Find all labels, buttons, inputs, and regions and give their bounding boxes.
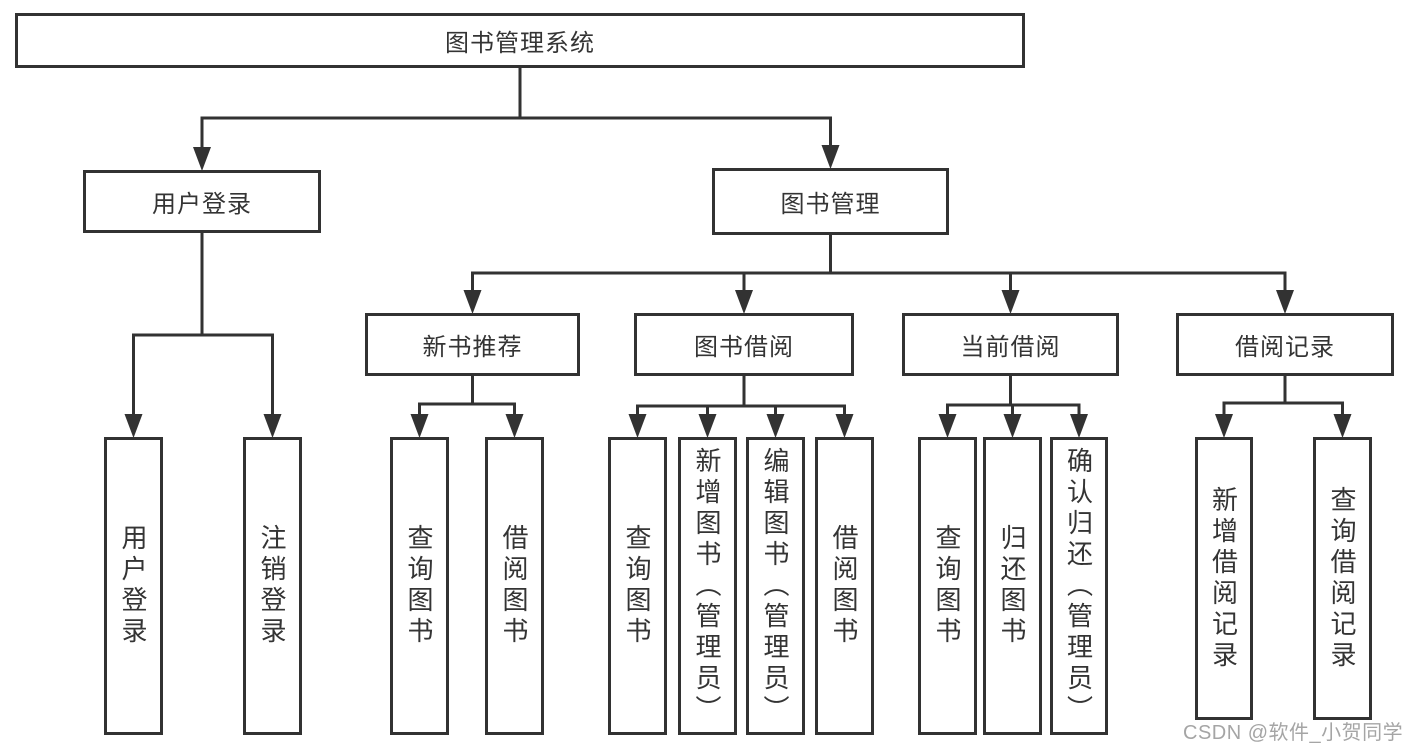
node-root: 图书管理系统 bbox=[15, 13, 1025, 68]
node-user-login: 用户登录 bbox=[83, 170, 321, 233]
node-cb-query: 查询图书 bbox=[918, 437, 977, 735]
node-label: 图书管理系统 bbox=[445, 30, 595, 57]
node-label: 借阅记录 bbox=[1235, 334, 1335, 361]
node-label: 查询图书 bbox=[404, 524, 434, 648]
arrowhead-icon bbox=[124, 414, 143, 438]
watermark: CSDN @软件_小贺同学 bbox=[1183, 722, 1404, 744]
arrowhead-icon bbox=[821, 145, 840, 169]
node-label: 新书推荐 bbox=[422, 334, 523, 361]
arrowhead-icon bbox=[735, 290, 753, 314]
node-label: 查询借阅记录 bbox=[1327, 485, 1357, 672]
node-label: 查询图书 bbox=[932, 524, 962, 648]
node-label: 借阅图书 bbox=[829, 524, 859, 648]
node-new-book-rec: 新书推荐 bbox=[365, 313, 580, 376]
node-bb-edit: 编辑图书（管理员） bbox=[746, 437, 805, 735]
node-bb-query: 查询图书 bbox=[608, 437, 667, 735]
node-label: 注销登录 bbox=[257, 524, 287, 648]
arrowhead-icon bbox=[1276, 290, 1294, 314]
arrowhead-icon bbox=[835, 414, 854, 438]
arrowhead-icon bbox=[505, 414, 524, 438]
node-label: 用户登录 bbox=[118, 524, 148, 648]
arrowhead-icon bbox=[1070, 414, 1088, 438]
node-book-borrow: 图书借阅 bbox=[634, 313, 854, 376]
node-borrow-records: 借阅记录 bbox=[1176, 313, 1394, 376]
node-label: 图书管理 bbox=[780, 191, 881, 218]
arrowhead-icon bbox=[698, 414, 717, 438]
node-cb-return: 归还图书 bbox=[983, 437, 1042, 735]
node-br-query: 查询借阅记录 bbox=[1313, 437, 1372, 720]
node-leaf-logout: 注销登录 bbox=[243, 437, 302, 735]
node-cb-confirm: 确认归还（管理员） bbox=[1050, 437, 1108, 735]
node-book-mgmt: 图书管理 bbox=[712, 168, 949, 235]
arrowhead-icon bbox=[628, 414, 647, 438]
arrowhead-icon bbox=[766, 414, 785, 438]
node-label: 查询图书 bbox=[622, 524, 652, 648]
node-current-borrow: 当前借阅 bbox=[902, 313, 1119, 376]
arrowhead-icon bbox=[1001, 290, 1020, 314]
node-br-add: 新增借阅记录 bbox=[1195, 437, 1253, 720]
node-label: 新增图书（管理员） bbox=[692, 446, 722, 726]
node-label: 归还图书 bbox=[997, 524, 1027, 648]
node-bb-borrow: 借阅图书 bbox=[815, 437, 874, 735]
arrowhead-icon bbox=[1215, 414, 1233, 438]
arrowhead-icon bbox=[410, 414, 429, 438]
node-label: 新增借阅记录 bbox=[1208, 485, 1239, 672]
node-nbr-query: 查询图书 bbox=[390, 437, 449, 735]
node-label: 图书借阅 bbox=[694, 334, 794, 361]
node-label: 当前借阅 bbox=[960, 334, 1061, 361]
arrowhead-icon bbox=[1003, 414, 1022, 438]
arrowhead-icon bbox=[938, 414, 957, 438]
node-label: 借阅图书 bbox=[499, 524, 529, 648]
arrowhead-icon bbox=[263, 414, 282, 438]
node-label: 编辑图书（管理员） bbox=[760, 446, 790, 726]
arrowhead-icon bbox=[193, 147, 211, 171]
arrowhead-icon bbox=[463, 290, 482, 314]
node-leaf-user-login: 用户登录 bbox=[104, 437, 163, 735]
node-bb-add: 新增图书（管理员） bbox=[678, 437, 737, 735]
node-nbr-borrow: 借阅图书 bbox=[485, 437, 544, 735]
node-label: 用户登录 bbox=[152, 191, 252, 218]
arrowhead-icon bbox=[1333, 414, 1352, 438]
node-label: 确认归还（管理员） bbox=[1063, 446, 1094, 726]
